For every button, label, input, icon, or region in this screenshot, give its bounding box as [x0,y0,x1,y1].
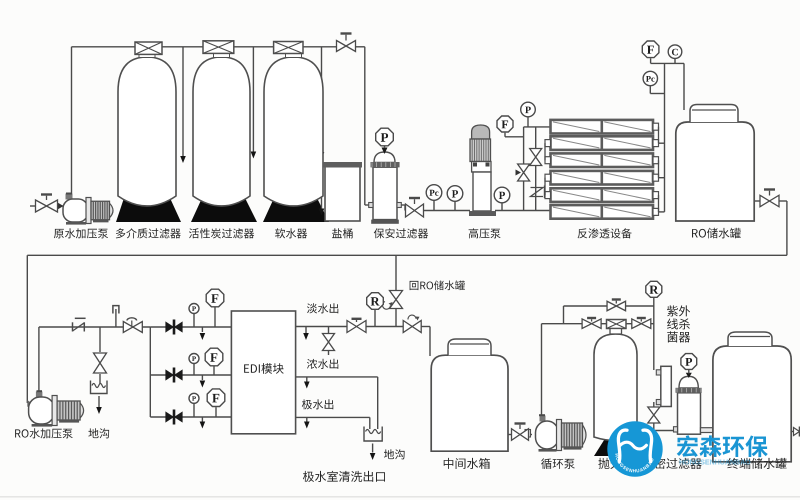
svg-text:HONGSENHUANBAO: HONGSENHUANBAO [679,458,751,467]
